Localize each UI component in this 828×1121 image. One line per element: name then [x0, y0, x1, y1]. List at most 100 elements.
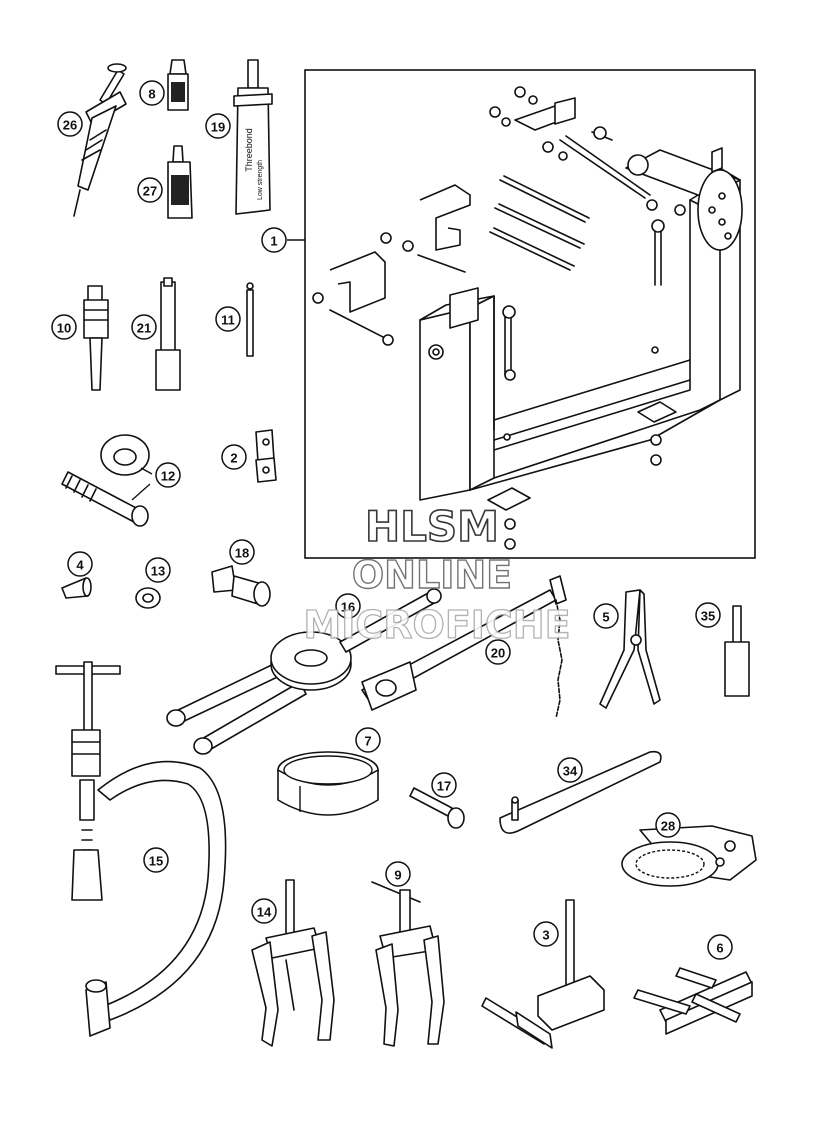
callout-label: 35: [701, 609, 715, 624]
callout-circle: [143, 847, 169, 873]
callout-35: 35: [695, 602, 721, 628]
callout-circle: [137, 177, 163, 203]
sealant-bottle-27: [167, 145, 193, 219]
callout-circle: [355, 727, 381, 753]
callout-15: 15: [143, 847, 169, 873]
threadlock-tube-sublabel: Low strength: [257, 160, 264, 200]
callout-label: 27: [143, 184, 157, 199]
engine-stand-u-frame: [419, 147, 743, 501]
callout-circle: [695, 602, 721, 628]
callout-circle: [139, 80, 165, 106]
callout-label: 12: [161, 469, 175, 484]
callout-circle: [155, 462, 181, 488]
callout-circle: [251, 898, 277, 924]
callout-21: 21: [131, 314, 157, 340]
callout-label: 14: [257, 905, 272, 920]
callout-14: 14: [251, 898, 277, 924]
watermark-line-2: ONLINE: [352, 553, 512, 597]
watermark-line-1: HLSM: [365, 502, 499, 551]
callout-label: 5: [602, 610, 609, 625]
callout-circle: [385, 861, 411, 887]
callout-27: 27: [137, 177, 163, 203]
callout-10: 10: [51, 314, 77, 340]
callout-2: 2: [221, 444, 247, 470]
callout-11: 11: [215, 306, 241, 332]
callout-circle: [145, 557, 171, 583]
callout-19: 19: [205, 113, 231, 139]
tool-5: [599, 589, 661, 709]
watermark: HLSM ONLINE MICROFICHE: [303, 501, 571, 647]
threadlock-tube-19: Threebond Low strength: [233, 59, 273, 215]
tool-18: [211, 565, 271, 607]
threadlock-tube-label: Threebond: [244, 128, 254, 172]
callout-label: 1: [270, 234, 277, 249]
callout-26: 26: [57, 111, 83, 137]
tool-10: [83, 285, 109, 391]
callout-circle: [431, 772, 457, 798]
callout-12: 12: [155, 462, 181, 488]
callout-label: 9: [394, 868, 401, 883]
tool-11: [246, 282, 254, 357]
callout-circle: [229, 539, 255, 565]
callout-label: 8: [148, 87, 155, 102]
callout-label: 19: [211, 120, 225, 135]
callout-label: 15: [149, 854, 163, 869]
callout-circle: [221, 444, 247, 470]
callout-1: 1: [261, 227, 287, 253]
callout-circle: [533, 921, 559, 947]
callout-label: 26: [63, 118, 77, 133]
tool-7: [277, 751, 379, 816]
callout-circle: [57, 111, 83, 137]
grease-syringe-26: [73, 63, 127, 217]
callout-circle: [205, 113, 231, 139]
callout-circle: [51, 314, 77, 340]
callout-label: 18: [235, 546, 249, 561]
callout-8: 8: [139, 80, 165, 106]
tool-15: [55, 661, 227, 1037]
callouts: 1234567891011121314151617181920212627283…: [51, 80, 733, 960]
tool-12: [61, 434, 153, 527]
callout-label: 28: [661, 819, 675, 834]
callout-label: 21: [137, 321, 151, 336]
tool-35: [724, 605, 750, 697]
callout-circle: [335, 593, 361, 619]
tool-16: [166, 588, 442, 755]
tool-9: [371, 881, 445, 1047]
callout-circle: [593, 603, 619, 629]
tool-28: [621, 825, 757, 887]
callout-3: 3: [533, 921, 559, 947]
callout-34: 34: [557, 757, 583, 783]
tool-2: [255, 429, 277, 483]
engine-stand-frame: [304, 69, 756, 559]
tool-20: [361, 575, 567, 719]
callout-label: 10: [57, 321, 71, 336]
callout-label: 17: [437, 779, 451, 794]
callout-label: 6: [716, 941, 723, 956]
callout-17: 17: [431, 772, 457, 798]
callout-circle: [131, 314, 157, 340]
tool-4: [61, 577, 92, 599]
callout-16: 16: [335, 593, 361, 619]
callout-circle: [261, 227, 287, 253]
engine-stand-group: [287, 69, 756, 559]
callout-label: 11: [221, 313, 235, 328]
callout-5: 5: [593, 603, 619, 629]
callout-6: 6: [707, 934, 733, 960]
tool-3: [481, 899, 605, 1049]
callout-circle: [655, 812, 681, 838]
engine-stand-hardware: [312, 86, 677, 550]
callout-7: 7: [355, 727, 381, 753]
callout-4: 4: [67, 551, 93, 577]
callout-label: 13: [151, 564, 165, 579]
callout-circle: [67, 551, 93, 577]
callout-28: 28: [655, 812, 681, 838]
engine-stand-brackets: [329, 97, 576, 313]
callout-label: 7: [364, 734, 371, 749]
callout-circle: [485, 639, 511, 665]
tool-13: [135, 587, 161, 609]
callout-label: 2: [230, 451, 237, 466]
engine-stand-bolts: [329, 131, 662, 376]
callout-18: 18: [229, 539, 255, 565]
callout-label: 34: [563, 764, 578, 779]
